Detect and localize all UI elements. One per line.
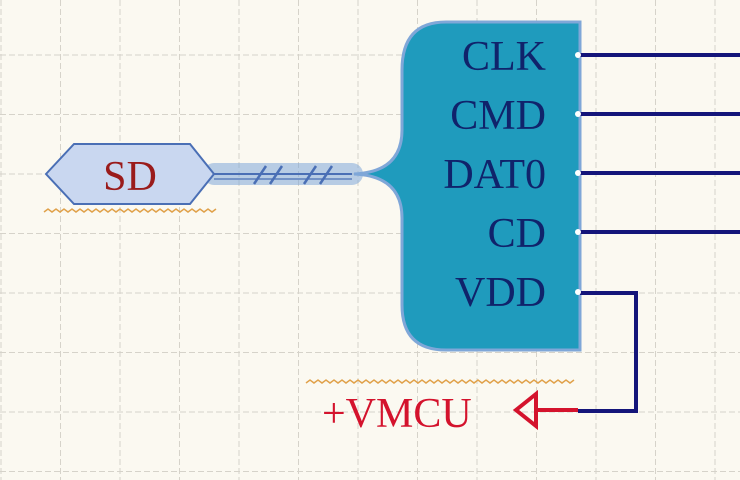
- pin-label-dat0: DAT0: [443, 152, 546, 198]
- sd-harness-port[interactable]: SD: [43, 143, 217, 213]
- pin-label-vdd: VDD: [455, 270, 546, 316]
- vmcu-power-label: +VMCU: [322, 391, 472, 437]
- pin-dots: [575, 52, 581, 295]
- sd-port-label: SD: [103, 154, 157, 200]
- wires[interactable]: [578, 53, 740, 413]
- power-port-arrow-icon: [512, 389, 538, 431]
- harness-bus[interactable]: [203, 163, 363, 185]
- wire-vdd[interactable]: [578, 291, 638, 413]
- pin-label-cmd: CMD: [450, 93, 546, 139]
- pin-label-clk: CLK: [462, 34, 546, 80]
- bus-slash-left: [252, 165, 284, 185]
- pin-labels: CLK CMD DAT0 CD VDD: [443, 34, 546, 316]
- sd-error-squiggle: [43, 208, 217, 213]
- bus-slash-right: [302, 165, 334, 185]
- harness-connector[interactable]: [353, 20, 582, 352]
- vmcu-power-port[interactable]: +VMCU: [305, 379, 578, 437]
- pin-label-cd: CD: [488, 211, 546, 257]
- vmcu-error-squiggle: [305, 379, 575, 384]
